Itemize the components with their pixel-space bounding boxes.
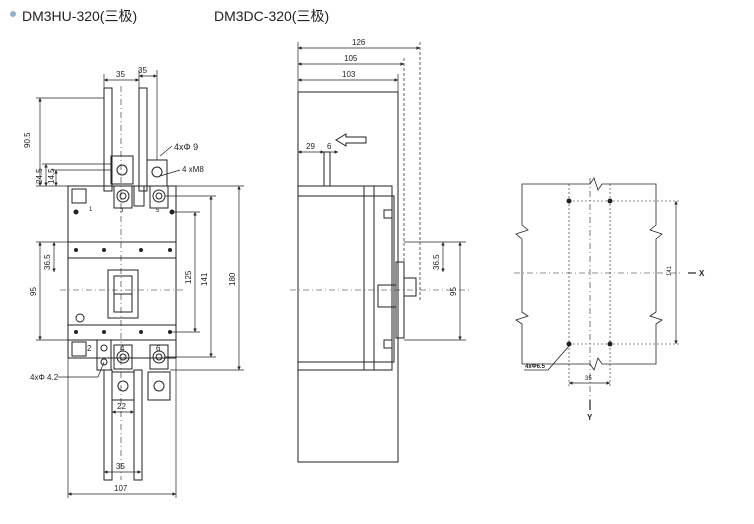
drill-labels: 141 X Y 4xΦ6.5 35: [525, 265, 705, 422]
drill-dim-141: 141: [667, 265, 673, 276]
top-terminals: [71, 185, 175, 215]
drill-holes: [566, 198, 613, 347]
operating-handle: [75, 269, 139, 323]
front-dimensions: [36, 70, 244, 498]
mount-hole-label: 4xΦ 4.2: [30, 373, 59, 382]
dim-180: 180: [228, 272, 237, 286]
front-dimension-labels: 35 35 90.5 24.5 14.5 4xΦ 9 4 xM8 36.5 95…: [23, 66, 237, 493]
dim-107: 107: [114, 484, 128, 493]
side-dimension-labels: 126 105 103 29 6 36.5 95: [306, 38, 458, 296]
dim-95: 95: [29, 287, 38, 296]
drill-panel-outline: [515, 177, 663, 371]
side-dim-36-5: 36.5: [432, 254, 441, 270]
dim-35-b: 35: [138, 66, 147, 75]
dim-141: 141: [200, 272, 209, 286]
axis-y-label: Y: [587, 413, 593, 422]
axis-x-label: X: [699, 269, 705, 278]
front-view: [60, 86, 186, 481]
side-dim-105: 105: [344, 54, 358, 63]
header-bullet: [10, 11, 16, 17]
left-model-title: DM3HU-320(三极): [22, 8, 138, 24]
terminal-2: 2: [87, 344, 92, 353]
top-busbars: [103, 87, 168, 192]
terminal-5: 5: [156, 208, 160, 214]
drill-hole-label: 4xΦ6.5: [525, 364, 546, 370]
hole-label-phi9: 4xΦ 9: [174, 142, 198, 152]
side-dim-126: 126: [352, 38, 366, 47]
drill-dim-35: 35: [585, 376, 592, 382]
side-view: [290, 91, 470, 463]
terminal-3: 3: [120, 208, 124, 214]
side-dim-95: 95: [449, 287, 458, 296]
dim-36-5: 36.5: [43, 254, 52, 270]
terminal-6: 6: [156, 344, 161, 353]
direction-arrow-icon: [335, 133, 367, 147]
terminal-4: 4: [120, 344, 125, 353]
dim-35-a: 35: [116, 70, 125, 79]
right-model-title: DM3DC-320(三极): [214, 8, 330, 24]
side-dimensions: [297, 42, 466, 341]
drill-template: [514, 177, 696, 410]
body-rivets: [74, 248, 172, 334]
side-dim-29: 29: [306, 142, 315, 151]
hole-label-m8: 4 xM8: [182, 165, 204, 174]
dim-14-5: 14.5: [47, 168, 56, 184]
dim-90-5: 90.5: [23, 132, 32, 148]
bottom-busbars: [103, 369, 171, 481]
dim-24-5: 24.5: [35, 168, 44, 184]
side-dim-6: 6: [327, 142, 332, 151]
dim-22: 22: [117, 402, 126, 411]
dim-125: 125: [184, 270, 193, 284]
dim-35-bottom: 35: [116, 462, 125, 471]
side-dim-103: 103: [342, 70, 356, 79]
bottom-terminals: [71, 339, 169, 371]
terminal-1: 1: [89, 207, 93, 213]
